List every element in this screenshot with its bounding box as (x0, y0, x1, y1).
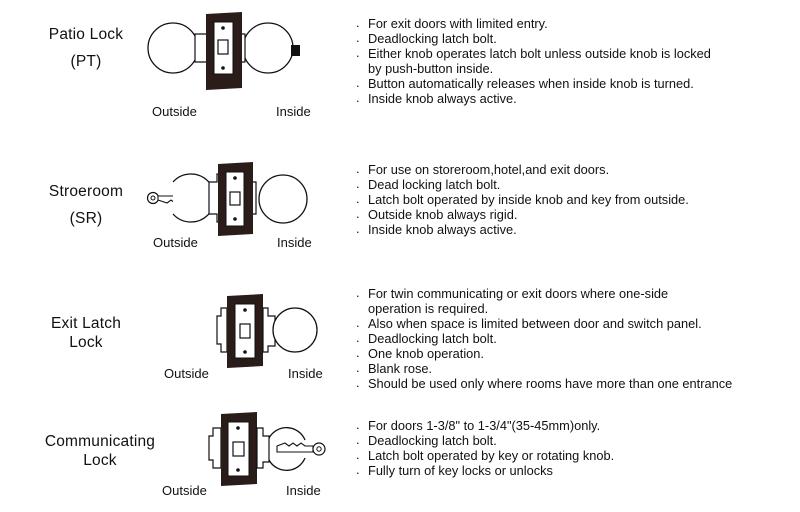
title-code: Lock (69, 334, 103, 351)
description-line: Latch bolt operated by key or rotating k… (356, 447, 614, 463)
inside-label: Inside (276, 104, 311, 119)
description-line: by push-button inside. (368, 61, 494, 76)
exit-latch-lock-diagram (216, 294, 318, 368)
title-text: Stroeroom (48, 183, 124, 200)
patio-lock-diagram (147, 12, 300, 90)
inside-knob (242, 22, 294, 74)
title-text: Patio Lock (48, 26, 124, 43)
description-line: Deadlocking latch bolt. (356, 432, 614, 448)
section-title: Stroeroom (SR) (36, 182, 136, 228)
description-list: For twin communicating or exit doors whe… (356, 285, 732, 391)
inside-knob (272, 307, 318, 353)
description-line: Also when space is limited between door … (356, 315, 732, 331)
description-line: Blank rose. (356, 360, 732, 376)
inside-label: Inside (277, 235, 312, 250)
outside-label: Outside (153, 235, 198, 250)
communicating-lock-diagram (208, 412, 326, 486)
inside-knob (258, 174, 308, 224)
description-line: operation is required. (368, 301, 489, 316)
title-text: Exit Latch (50, 315, 122, 332)
section-title: Patio Lock (PT) (30, 25, 142, 71)
description-line: Deadlocking latch bolt. (356, 30, 711, 46)
title-code: Lock (83, 452, 117, 469)
description-line: Fully turn of key locks or unlocks (356, 462, 614, 478)
outside-label: Outside (152, 104, 197, 119)
latch-bolt (217, 39, 229, 55)
inside-label: Inside (286, 483, 321, 498)
description-line: For exit doors with limited entry. (356, 15, 711, 31)
inside-label: Inside (288, 366, 323, 381)
description-line: Either knob operates latch bolt unless o… (356, 45, 711, 61)
description-line: Dead locking latch bolt. (356, 176, 689, 192)
section-title: Exit Latch Lock (36, 314, 136, 352)
latch-bolt (229, 191, 241, 206)
description-list: For doors 1-3/8" to 1-3/4"(35-45mm)only.… (356, 417, 614, 478)
title-text: Communicating (44, 433, 156, 450)
key-icon (276, 442, 314, 453)
description-line: Should be used only where rooms have mor… (356, 375, 732, 391)
description-line: Outside knob always rigid. (356, 206, 689, 222)
outside-knob (147, 22, 199, 74)
description-line: Inside knob always active. (356, 90, 711, 106)
description-line: For use on storeroom,hotel,and exit door… (356, 161, 689, 177)
outside-label: Outside (162, 483, 207, 498)
description-line: Button automatically releases when insid… (356, 75, 711, 91)
latch-bolt (232, 441, 245, 457)
section-title: Communicating Lock (42, 432, 158, 470)
push-button-icon (291, 45, 300, 56)
description-list: For use on storeroom,hotel,and exit door… (356, 161, 689, 237)
description-line: Deadlocking latch bolt. (356, 330, 732, 346)
description-line: For doors 1-3/8" to 1-3/4"(35-45mm)only. (356, 417, 614, 433)
title-code: (SR) (69, 210, 103, 227)
description-list: For exit doors with limited entry.Deadlo… (356, 15, 711, 106)
description-line: Latch bolt operated by inside knob and k… (356, 191, 689, 207)
description-line: One knob operation. (356, 345, 732, 361)
description-line: For twin communicating or exit doors whe… (356, 285, 732, 301)
outside-label: Outside (164, 366, 209, 381)
description-line: Inside knob always active. (356, 221, 689, 237)
latch-bolt (239, 323, 251, 339)
title-code: (PT) (70, 53, 102, 70)
storeroom-lock-diagram (146, 162, 308, 236)
